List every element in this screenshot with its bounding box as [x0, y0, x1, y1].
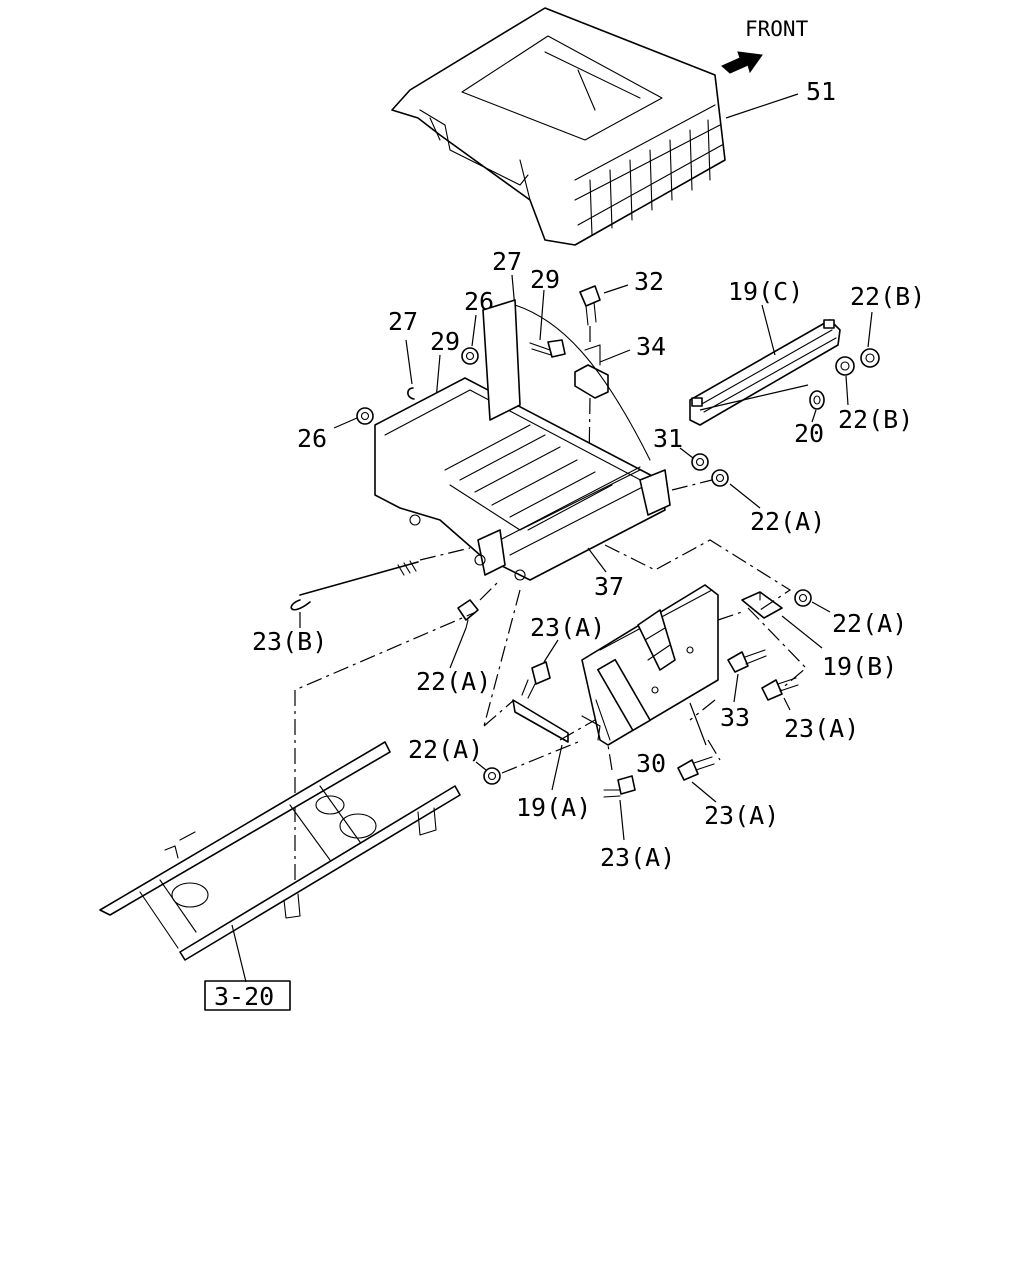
nut-22a-left — [457, 599, 479, 629]
callout-51: 51 — [806, 77, 836, 106]
callout-23a-right: 23(A) — [784, 714, 859, 743]
front-label: FRONT — [745, 17, 809, 41]
rail-19b-part — [741, 591, 783, 619]
callout-19b: 19(B) — [822, 652, 897, 681]
callout-22a-right: 22(A) — [832, 609, 907, 638]
callout-29-upper: 29 — [530, 265, 560, 294]
battery-tray-37 — [374, 299, 671, 581]
callout-23b: 23(B) — [252, 627, 327, 656]
callout-23a-bottom-left: 23(A) — [600, 843, 675, 872]
nut-22a-right-upper — [711, 469, 729, 487]
callout-22a-left: 22(A) — [416, 667, 491, 696]
callout-23a-upper: 23(A) — [530, 613, 605, 642]
bolt-33 — [727, 649, 767, 673]
chassis-frame-part — [99, 741, 461, 961]
callout-22a-right-upper: 22(A) — [750, 507, 825, 536]
callout-27-left: 27 — [388, 307, 418, 336]
front-arrow-icon — [721, 51, 763, 74]
ref-box-3-20 — [204, 980, 291, 1011]
nut-22b-upper — [860, 348, 880, 368]
nut-22a-lower — [483, 767, 501, 785]
nut-26-left — [356, 407, 374, 425]
callout-26-left: 26 — [297, 424, 327, 453]
bracket-plate-30 — [581, 584, 719, 746]
callout-37: 37 — [594, 572, 624, 601]
callout-22a-lower: 22(A) — [408, 735, 483, 764]
bolt-23a-bottom-right — [677, 756, 715, 781]
callout-29-left: 29 — [430, 327, 460, 356]
callout-31: 31 — [653, 424, 683, 453]
callout-30: 30 — [636, 749, 666, 778]
bolt-23a-bottom-left — [603, 775, 636, 798]
rail-19a-part — [512, 699, 601, 743]
nut-22b-lower — [835, 356, 855, 376]
clamp-34 — [574, 344, 609, 399]
nut-26-upper — [461, 347, 479, 365]
callout-27-upper: 27 — [492, 247, 522, 276]
callout-19a: 19(A) — [516, 793, 591, 822]
callout-22b-bottom: 22(B) — [838, 405, 913, 434]
rail-19c-part — [689, 319, 841, 426]
nut-22a-right — [794, 589, 812, 607]
bolt-23a-upper — [521, 661, 551, 699]
callout-22b-top: 22(B) — [850, 282, 925, 311]
screw-29-upper — [529, 339, 566, 358]
bolt-23a-right — [761, 677, 799, 701]
callout-19c: 19(C) — [728, 277, 803, 306]
bolt-32 — [579, 285, 601, 326]
callout-34: 34 — [636, 332, 666, 361]
callout-23a-bottom-right: 23(A) — [704, 801, 779, 830]
callout-20: 20 — [794, 419, 824, 448]
j-bolt-23b — [290, 560, 419, 611]
callout-33: 33 — [720, 703, 750, 732]
washer-20 — [809, 390, 825, 410]
ref-label-3-20: 3-20 — [214, 982, 274, 1011]
battery-cover-part — [391, 7, 726, 246]
nut-31 — [691, 453, 709, 471]
callout-32: 32 — [634, 267, 664, 296]
clip-27-left — [407, 387, 415, 400]
